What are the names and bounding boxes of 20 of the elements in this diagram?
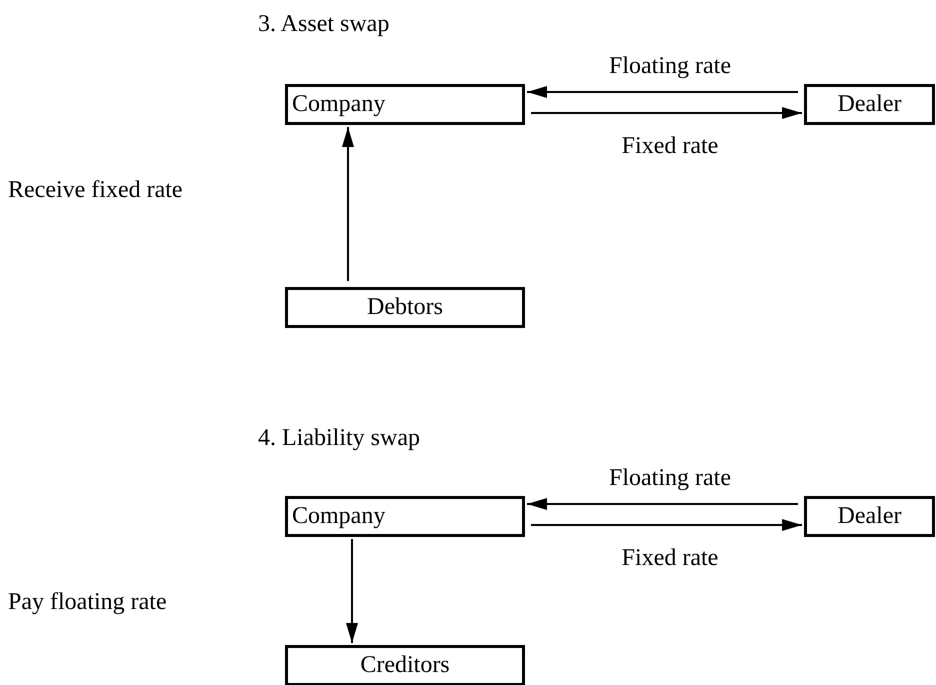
- arrow: [342, 127, 354, 281]
- process-box: Debtors: [285, 287, 525, 328]
- process-box: Company: [285, 496, 525, 537]
- arrow: [527, 498, 798, 510]
- process-box: Creditors: [285, 645, 525, 685]
- edge-label: Fixed rate: [622, 132, 718, 160]
- arrow: [527, 86, 798, 98]
- edge-label: Floating rate: [609, 52, 731, 80]
- process-box: Dealer: [804, 84, 935, 125]
- process-box: Company: [285, 84, 525, 125]
- process-box: Dealer: [804, 496, 935, 537]
- arrow: [531, 107, 802, 119]
- section-heading: 3. Asset swap: [258, 10, 390, 38]
- edge-label: Floating rate: [609, 464, 731, 492]
- arrow: [531, 519, 802, 531]
- flow-note: Pay floating rate: [8, 588, 167, 616]
- flow-note: Receive fixed rate: [8, 176, 183, 204]
- arrow: [346, 539, 358, 643]
- edge-label: Fixed rate: [622, 544, 718, 572]
- section-heading: 4. Liability swap: [258, 424, 420, 452]
